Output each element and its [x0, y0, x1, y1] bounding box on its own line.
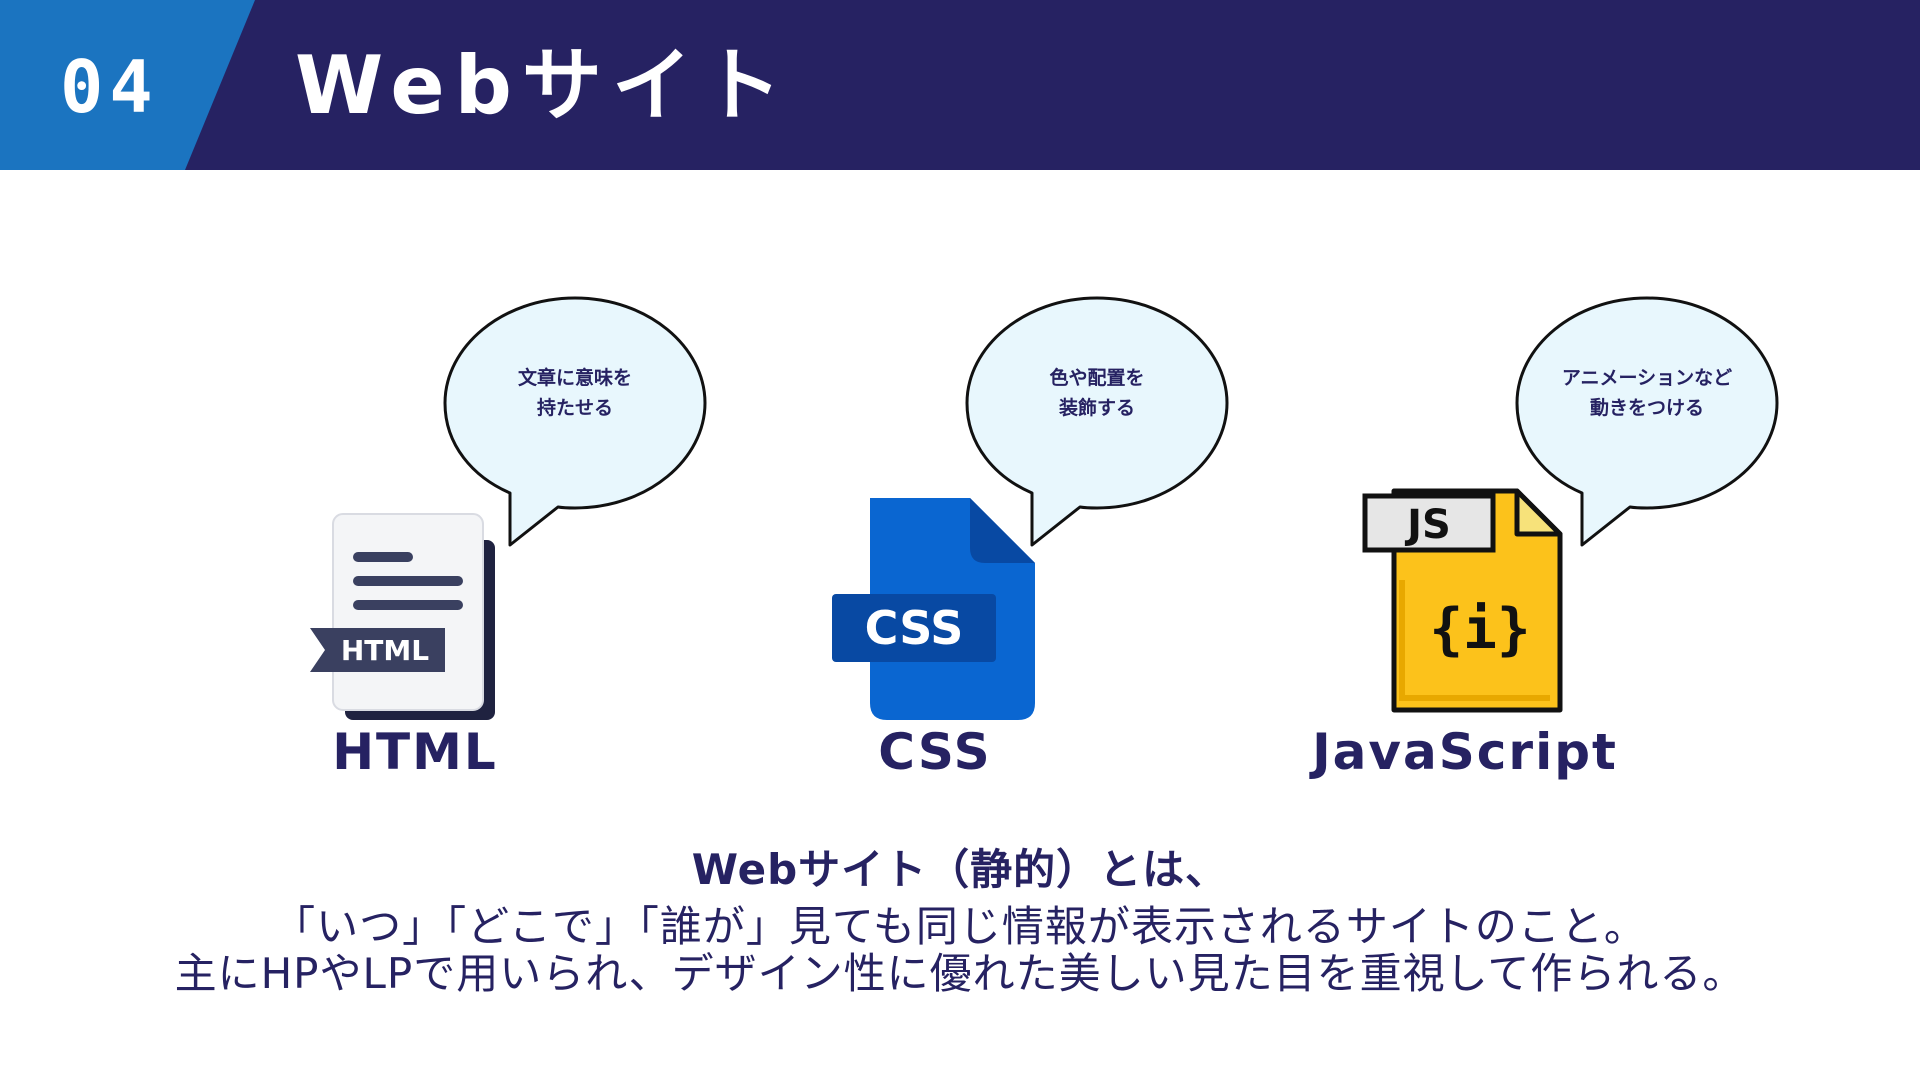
bubble-line: 文章に意味を: [517, 367, 632, 389]
css-icon-tag: CSS: [865, 601, 964, 655]
description-heading: Webサイト（静的）とは、: [691, 845, 1229, 894]
page-title: Webサイト: [295, 39, 792, 132]
speech-bubble-html: [443, 296, 707, 547]
section-number: 04: [60, 45, 159, 129]
js-icon-tag: JS: [1404, 502, 1451, 548]
html-icon-tag: HTML: [341, 634, 429, 667]
css-file-icon: CSS: [832, 498, 1035, 720]
bubble-line: 持たせる: [536, 397, 613, 419]
html-file-icon: HTML: [310, 513, 495, 720]
tech-label-javascript: JavaScript: [1312, 723, 1618, 781]
description-line: 主にHPやLPで用いられ、デザイン性に優れた美しい見た目を重視して作られる。: [174, 949, 1746, 998]
bubble-text-css: 色や配置を 装飾する: [967, 363, 1227, 423]
bubble-text-html: 文章に意味を 持たせる: [445, 363, 705, 423]
bubble-line: 装飾する: [1058, 397, 1135, 419]
speech-bubble-js: [1515, 296, 1779, 547]
bubble-line: 色や配置を: [1049, 367, 1145, 389]
js-file-icon: JS {i}: [1362, 488, 1563, 713]
bubble-line: アニメーションなど: [1561, 367, 1733, 389]
bubble-text-js: アニメーションなど 動きをつける: [1517, 363, 1777, 423]
description-line: 「いつ」「どこで」「誰が」見ても同じ情報が表示されるサイトのこと。: [273, 902, 1647, 951]
bubble-line: 動きをつける: [1589, 397, 1704, 419]
js-icon-symbol: {i}: [1429, 597, 1530, 662]
speech-bubble-css: [965, 296, 1229, 547]
tech-label-html: HTML: [332, 723, 498, 781]
header-bar: [0, 0, 1920, 170]
tech-label-css: CSS: [878, 723, 992, 781]
